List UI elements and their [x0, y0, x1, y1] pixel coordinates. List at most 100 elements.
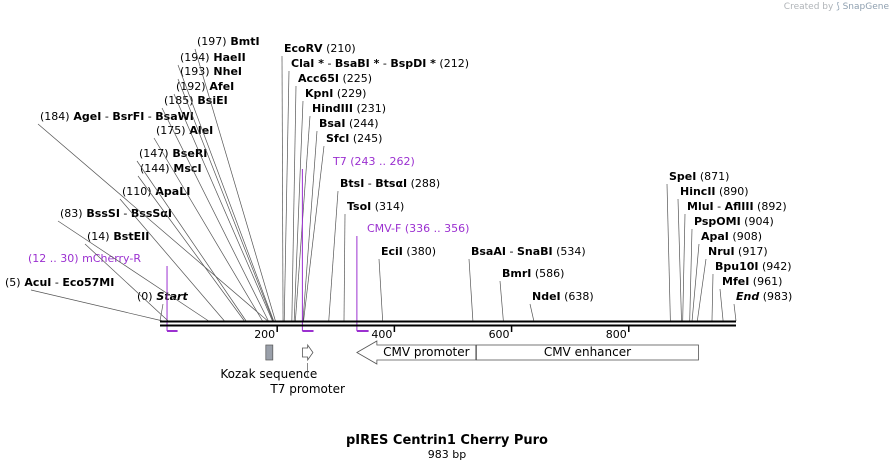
- site-label: BsaAI - SnaBI (534): [471, 245, 586, 258]
- site-name: BsaWI: [155, 110, 194, 123]
- site-mfei: MfeI (961): [719, 275, 782, 322]
- site-name: SnaBI: [517, 245, 553, 258]
- site-position: (144): [140, 162, 170, 175]
- site-label: (193) NheI: [180, 65, 242, 78]
- leader-line: [177, 78, 274, 322]
- site-position: (194): [180, 51, 210, 64]
- site-name: HindIII: [312, 102, 353, 115]
- leader-line: [137, 175, 245, 322]
- site-position: (890): [716, 185, 749, 198]
- leader-line: [37, 123, 269, 322]
- leader-line: [283, 70, 290, 322]
- site-bsiei: (185) BsiEI: [161, 94, 269, 322]
- site-spei: SpeI (871): [666, 170, 729, 322]
- site-label: (110) ApaLI: [122, 185, 190, 198]
- site-bmri: BmrI (586): [499, 267, 564, 322]
- axis-tick-label: 800: [606, 328, 627, 341]
- site-position: (904): [741, 215, 774, 228]
- map-title: pIRES Centrin1 Cherry Puro: [346, 433, 548, 448]
- site-name: MluI: [687, 200, 714, 213]
- site-position: (314): [371, 200, 404, 213]
- site-name: BmrI: [502, 267, 531, 280]
- site-ndei: NdeI (638): [529, 290, 594, 322]
- leader-line: [691, 243, 700, 322]
- site-apai: ApaI (908): [691, 230, 762, 322]
- site-name: AcuI: [21, 276, 52, 289]
- site-name: KpnI: [305, 87, 333, 100]
- site-position: (12 .. 30): [28, 252, 79, 265]
- site-label: (5) AcuI - Eco57MI: [5, 276, 114, 289]
- site-label: NruI (917): [708, 245, 768, 258]
- site-name: -: [506, 245, 517, 258]
- site-hincii: HincII (890): [677, 185, 749, 322]
- leader-line: [499, 280, 504, 322]
- site-label: SpeI (871): [669, 170, 729, 183]
- site-position: (184): [40, 110, 70, 123]
- feature-shape: [476, 344, 699, 361]
- site-position: (638): [561, 290, 594, 303]
- site-ecii: EciI (380): [378, 245, 436, 322]
- site-bseri: (147) BseRI: [136, 147, 247, 322]
- snapgene-watermark: Created by ⟆ SnapGene: [784, 2, 889, 12]
- site-label: NdeI (638): [532, 290, 594, 303]
- leader-line: [136, 160, 247, 322]
- leader-line: [119, 198, 225, 322]
- leader-line: [281, 55, 284, 322]
- site-position: (110): [122, 185, 152, 198]
- site-position: (871): [696, 170, 729, 183]
- site-name: -: [364, 177, 375, 190]
- feature-shape: [301, 343, 314, 362]
- leader-line: [733, 303, 737, 322]
- leader-line: [57, 220, 209, 322]
- site-label: End (983): [736, 290, 792, 303]
- feature-shape: [356, 340, 477, 365]
- site-name: EciI: [381, 245, 403, 258]
- site-t7: T7 (243 .. 262): [301, 155, 415, 332]
- site-label: (147) BseRI: [139, 147, 207, 160]
- leader-line: [173, 93, 273, 322]
- site-name: BstEII: [110, 230, 150, 243]
- site-position: (193): [180, 65, 210, 78]
- site-label: HindIII (231): [312, 102, 386, 115]
- site-label: KpnI (229): [305, 87, 366, 100]
- site-position: (225): [339, 72, 372, 85]
- feature-t7-promoter: T7 promoter: [269, 343, 345, 396]
- leader-line: [682, 213, 686, 322]
- leader-line: [677, 198, 682, 322]
- site-msci: (144) MscI: [137, 162, 245, 322]
- site-name: AgeI: [70, 110, 102, 123]
- site-bsteii: (14) BstEII: [84, 230, 169, 322]
- site-name: BspDI *: [390, 57, 436, 70]
- site-name: SfcI: [326, 132, 349, 145]
- leader-line: [696, 258, 707, 322]
- site-name: mCherry-R: [79, 252, 142, 265]
- site-label: TsoI (314): [347, 200, 404, 213]
- site-name: CMV-F: [367, 222, 401, 235]
- leader-line: [529, 303, 535, 322]
- site-position: (192): [176, 80, 206, 93]
- site-acui: (5) AcuI - Eco57MI: [5, 276, 164, 322]
- site-name: TsoI: [347, 200, 371, 213]
- site-name: HaeII: [210, 51, 246, 64]
- site-label: (184) AgeI - BsrFI - BsaWI: [40, 110, 194, 123]
- site-position: (197): [197, 35, 227, 48]
- site-cmv-f: CMV-F (336 .. 356): [356, 222, 469, 332]
- leader-line: [689, 228, 693, 322]
- site-mcherry-r: (12 .. 30) mCherry-R: [28, 252, 178, 332]
- site-position: (336 .. 356): [401, 222, 469, 235]
- site-name: End: [736, 290, 759, 303]
- site-name: Start: [153, 290, 189, 303]
- site-position: (175): [156, 124, 186, 137]
- site-label: HincII (890): [680, 185, 749, 198]
- site-pspomi: PspOMI (904): [689, 215, 774, 322]
- site-position: (14): [87, 230, 110, 243]
- site-name: -: [714, 200, 725, 213]
- site-name: -: [379, 57, 390, 70]
- site-position: (534): [553, 245, 586, 258]
- site-label: EciI (380): [381, 245, 436, 258]
- site-bsaai: BsaAI - SnaBI (534): [468, 245, 586, 322]
- site-position: (892): [754, 200, 787, 213]
- site-label: PspOMI (904): [694, 215, 774, 228]
- site-label: BtsI - BtsαI (288): [340, 177, 440, 190]
